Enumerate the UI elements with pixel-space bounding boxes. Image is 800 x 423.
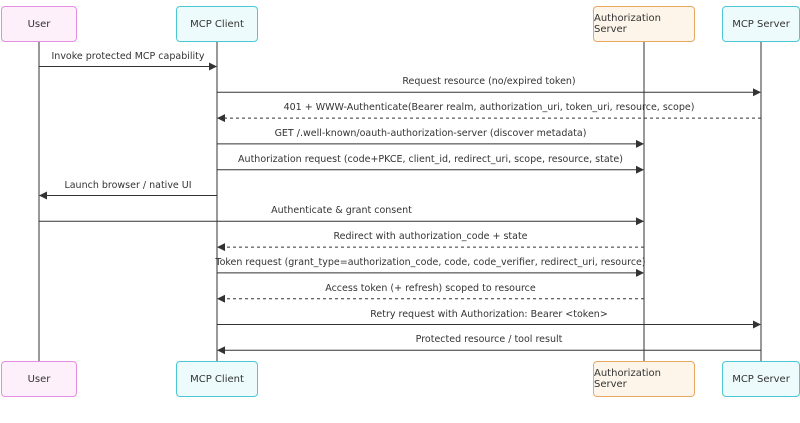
message-label: Redirect with authorization_code + state bbox=[333, 231, 528, 243]
participant-authorization-server-top: Authorization Server bbox=[593, 6, 695, 42]
message-label: Request resource (no/expired token) bbox=[402, 76, 576, 88]
message-label: Invoke protected MCP capability bbox=[51, 50, 205, 62]
message-label: Access token (+ refresh) scoped to resou… bbox=[325, 282, 536, 294]
participant-mcp-server-top: MCP Server bbox=[722, 6, 800, 42]
participant-mcp-client-top: MCP Client bbox=[176, 6, 258, 42]
message-label: Token request (grant_type=authorization_… bbox=[215, 256, 646, 268]
message-label: Protected resource / tool result bbox=[415, 334, 563, 346]
message-label: GET /.well-known/oauth-authorization-ser… bbox=[274, 127, 587, 139]
message-label: Launch browser / native UI bbox=[64, 179, 192, 191]
message-label: Authenticate & grant consent bbox=[271, 205, 412, 217]
message-label: 401 + WWW-Authenticate(Bearer realm, aut… bbox=[283, 102, 695, 114]
participant-authorization-server-bottom: Authorization Server bbox=[593, 361, 695, 397]
message-label: Retry request with Authorization: Bearer… bbox=[370, 308, 608, 320]
participant-user-bottom: User bbox=[1, 361, 77, 397]
participant-user-top: User bbox=[1, 6, 77, 42]
participant-mcp-client-bottom: MCP Client bbox=[176, 361, 258, 397]
participant-mcp-server-bottom: MCP Server bbox=[722, 361, 800, 397]
message-label: Authorization request (code+PKCE, client… bbox=[238, 153, 623, 165]
